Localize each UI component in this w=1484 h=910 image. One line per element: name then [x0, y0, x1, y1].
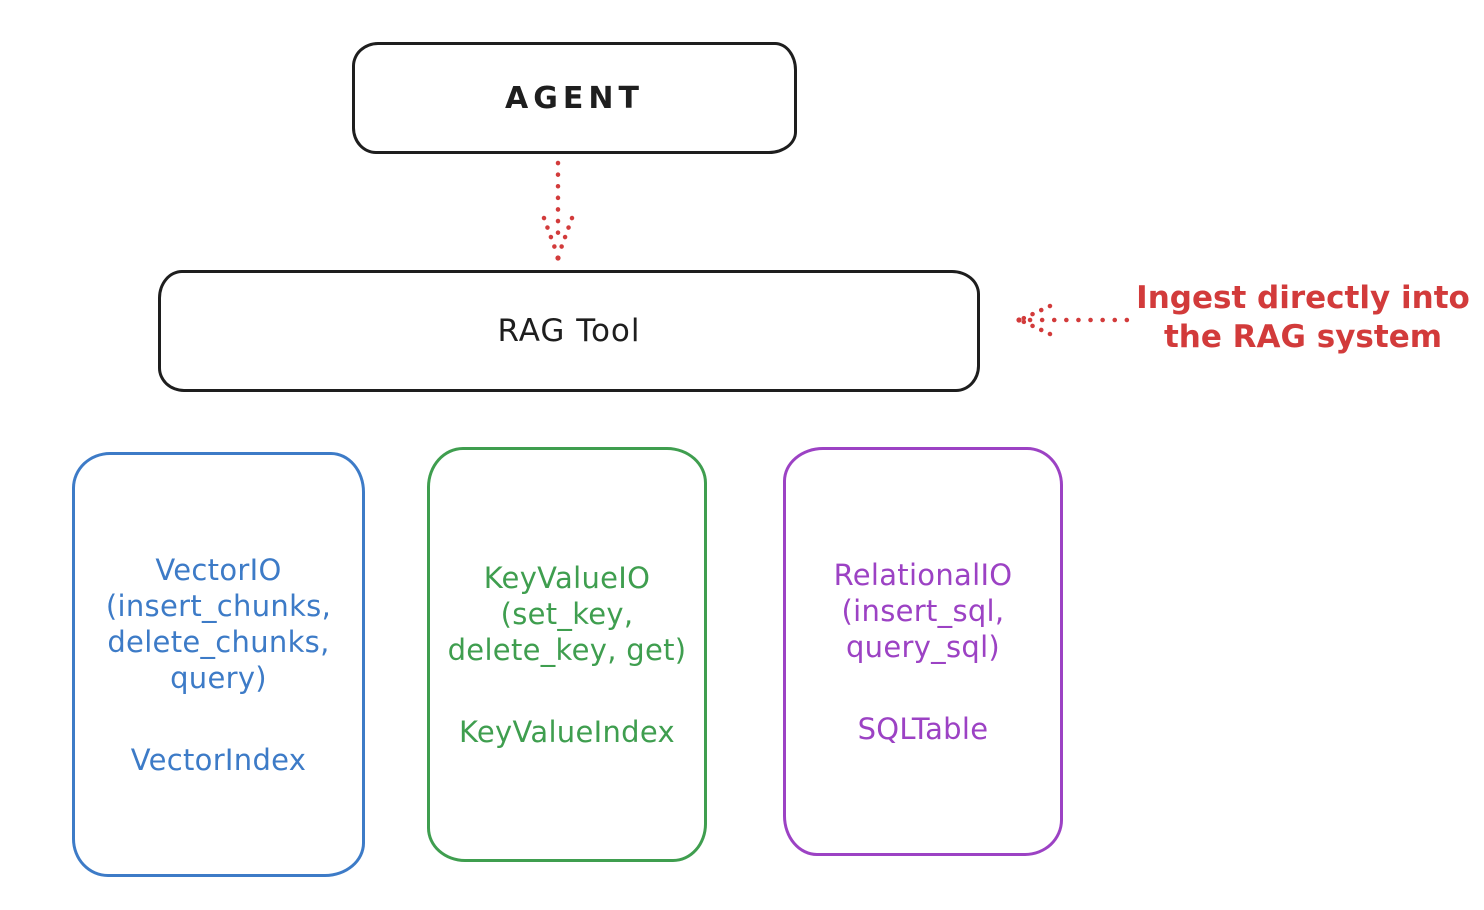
keyvalue-io-node: KeyValueIO (set_key, delete_key, get) Ke…	[427, 447, 707, 862]
agent-node: AGENT	[352, 42, 797, 154]
down-arrow-icon	[541, 160, 575, 261]
vector-io-methods-line-2: delete_chunks,	[107, 624, 330, 659]
rag-tool-node: RAG Tool	[158, 270, 980, 392]
annotation-line-1: Ingest directly into	[1136, 280, 1470, 316]
relational-io-text: RelationalIO (insert_sql, query_sql) SQL…	[834, 557, 1013, 747]
rag-tool-label: RAG Tool	[497, 313, 641, 349]
relational-io-methods-line-1: (insert_sql,	[841, 593, 1005, 628]
vector-io-title: VectorIO	[155, 552, 282, 587]
keyvalue-index-label: KeyValueIndex	[459, 714, 675, 749]
vector-io-methods-line-1: (insert_chunks,	[105, 588, 332, 623]
keyvalue-io-methods-line-1: (set_key,	[500, 596, 634, 631]
keyvalue-io-title: KeyValueIO	[483, 560, 651, 595]
relational-io-methods-line-2: query_sql)	[845, 629, 1001, 664]
relational-io-node: RelationalIO (insert_sql, query_sql) SQL…	[783, 447, 1063, 856]
keyvalue-io-methods-line-2: delete_key, get)	[447, 632, 687, 667]
vector-index-label: VectorIndex	[130, 742, 307, 777]
vector-io-methods-line-3: query)	[170, 660, 267, 695]
keyvalue-io-text: KeyValueIO (set_key, delete_key, get) Ke…	[448, 560, 687, 750]
annotation-line-2: the RAG system	[1163, 319, 1443, 355]
vector-io-node: VectorIO (insert_chunks, delete_chunks, …	[72, 452, 365, 877]
sql-table-label: SQLTable	[857, 711, 989, 746]
vector-io-text: VectorIO (insert_chunks, delete_chunks, …	[106, 552, 331, 778]
left-arrow-icon	[1016, 303, 1137, 337]
annotation-text: Ingest directly into the RAG system	[1128, 279, 1478, 357]
relational-io-title: RelationalIO	[833, 557, 1013, 592]
agent-label: AGENT	[505, 80, 644, 116]
